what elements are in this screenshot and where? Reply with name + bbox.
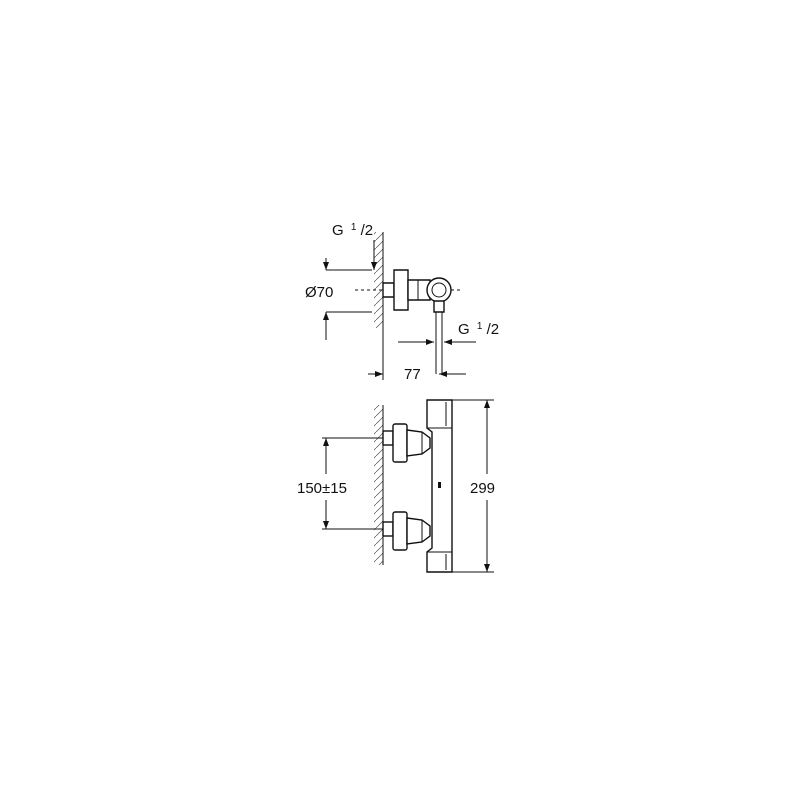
outlet-thread-sub: /2	[487, 321, 500, 338]
outlet-thread-prefix: G	[458, 321, 470, 338]
inlet-thread-sub: /2	[361, 222, 374, 239]
thermostat-body	[426, 399, 453, 573]
rosette-top	[393, 269, 409, 311]
length-dimension: 299	[452, 399, 495, 573]
top-view: G 1 /2 Ø70 G 1 /2	[305, 217, 499, 383]
upper-connection	[382, 423, 431, 463]
lower-connection	[382, 511, 431, 551]
inlet-thread-prefix: G	[332, 222, 344, 239]
outlet-spout	[433, 300, 445, 313]
length-label: 299	[470, 480, 495, 497]
valve-body-end	[426, 277, 452, 303]
wall-top	[374, 232, 384, 328]
svg-text:G 1 /2: G 1 /2	[458, 316, 499, 338]
outlet-thread-sup: 1	[477, 321, 483, 332]
front-view: 150±15 299	[297, 399, 495, 573]
inlet-thread-sup: 1	[351, 222, 357, 233]
projection-label: 77	[404, 366, 421, 383]
centres-dimension: 150±15	[297, 437, 383, 530]
outlet-thread-dimension: G 1 /2	[398, 316, 499, 345]
diameter-label: Ø70	[305, 284, 333, 301]
projection-dimension: 77	[368, 328, 466, 383]
centres-label: 150±15	[297, 480, 347, 497]
diameter-dimension: Ø70	[305, 258, 372, 340]
wall-front	[374, 405, 384, 565]
inlet-connector-top	[382, 282, 395, 298]
inlet-thread-dimension: G 1 /2	[326, 217, 377, 271]
eccentric-top	[407, 279, 431, 301]
svg-text:G 1 /2: G 1 /2	[332, 217, 373, 239]
